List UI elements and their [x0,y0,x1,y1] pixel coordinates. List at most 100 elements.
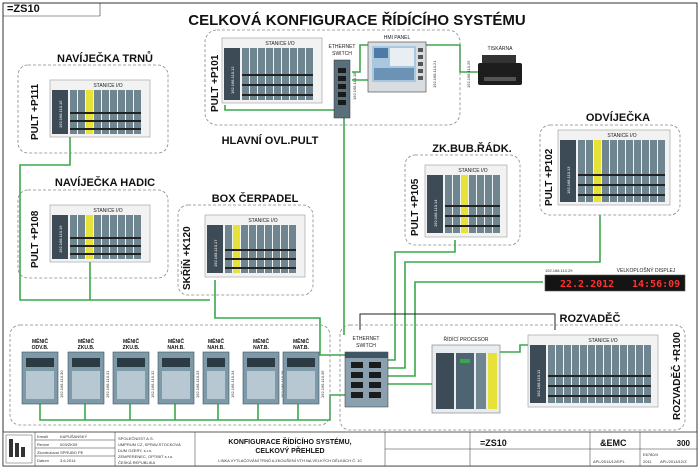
cable-box [214,280,345,356]
led-display-ip: 192.168.110.29 [545,268,573,273]
switch-bottom-label-2: SWITCH [356,343,376,349]
switch-top-strip [345,352,388,358]
converter-ip: 192.168.110.33 [195,370,200,398]
frame-navijecka-hadic [17,189,169,279]
cable-display [388,281,543,377]
cable-odv [388,215,601,369]
customer-sub: ZEMPERENEC, OPTIBIT s.r.o. [118,454,173,459]
io-modules [578,140,665,202]
revision-label: Revize [37,442,50,447]
io-modules [548,345,651,403]
company-sub: UMPRUM CZ, SPRAV.STOCKOVÁ [118,442,181,447]
cable-black [359,313,556,330]
converter-panel [287,371,315,399]
processor-psu [436,353,454,409]
pult-label-p111: PULT +P111 [30,83,41,140]
pult-label-p102: PULT +P102 [544,148,555,206]
checked-by: SPRUBO PE [60,450,84,455]
date-value: 3.6.2014 [60,458,76,463]
group-title-rozvadec: ROZVADĚČ [560,312,621,325]
converter-display [287,358,315,367]
io-ip: 192.168.110.14 [433,199,438,227]
led-display-label: VELKOPLOŠNÝ DISPLEJ [617,267,676,274]
io-terminals [445,205,500,227]
io-ip: 192.168.110.17 [213,239,218,267]
company-name: SPOLEČNOST A.S. [118,436,154,441]
switch-body [344,351,389,408]
io-station-rozv: 192.168.110.11 STANICE I/O [527,334,659,408]
footer-ref-2: APL/2014/12/Z [660,459,687,464]
io-terminals [548,375,651,397]
frame-rozvadec [339,324,686,431]
printer-ip: 192.168.110.25 [466,60,471,88]
converter-sublabel: NAH.B. [167,345,185,351]
converter-panel [117,371,145,399]
group-title-zk-bub: ZK.BUB.ŘÁDK. [432,142,511,155]
io-station-zk: 192.168.110.14 STANICE I/O [424,164,508,238]
cable-rozv [500,344,535,353]
switch-ports [338,68,346,105]
converter-label: MĚNIČ [208,337,225,345]
cable-hadic [89,255,210,301]
hmi-panel [367,41,427,93]
converter-ip: 192.168.110.31 [105,370,110,398]
io-ip: 192.168.110.12 [230,66,235,94]
converter-sublabel: ZKU.B. [123,345,140,351]
processor-label: ŘÍDÍCÍ PROCESOR [443,335,488,343]
io-station-label: STANICE I/O [458,168,487,174]
converter-display [247,358,275,367]
cable-zk [388,240,456,361]
processor-cpu [456,353,474,409]
emc-code: &EMC [600,438,627,448]
sheet-label: E6780/4 [643,452,659,457]
revision-value: 003/ZK05 [60,442,78,447]
hmi-screen-block [374,48,388,58]
sheet-year: 2011 [643,459,652,464]
converter-panel [162,371,190,399]
converter-row: MĚNIČODV.B.192.168.110.30MĚNIČZKU.B.192.… [21,337,325,405]
io-station-label: STANICE I/O [248,218,277,224]
country: ČESKÁ REPUBLIKA [118,460,155,465]
title-block-grid [34,432,697,466]
led-time: 14:56:09 [632,279,680,290]
switch-top-label-2: SWITCH [332,51,352,57]
pult-label-k120: SKŘÍŇ +K120 [180,226,193,290]
switch-ports [351,362,381,398]
ethernet-switch-bottom [344,351,389,408]
drawing-subtitle: LINKA VYTLAČOVÁNÍ TRNŮ A ZKOUŠENÍ VTH NA… [218,458,362,463]
printer-label: TISKÁRNA [487,45,513,52]
title-block: Kreslil KAPUŠANSKÝ Revize 003/ZK05 Zkont… [2,431,698,467]
cable-menice [39,394,345,421]
io-terminals [242,74,313,96]
hmi-screen-block [374,68,414,80]
switch-bottom-label-1: ETHERNET [353,336,380,342]
drawing-code: =ZS10 [480,438,507,448]
io-ip: 192.168.110.15 [58,100,63,128]
customer-name: DUM OZERY, s.r.o. [118,448,152,453]
converter-panel [26,371,54,399]
io-station-box: 192.168.110.17 STANICE I/O [204,214,306,278]
page-title: CELKOVÁ KONFIGURACE ŘÍDÍCÍHO SYSTÉMU [188,11,526,29]
io-station-label: STANICE I/O [265,41,294,47]
switch-ip: 192.168.110.18 [352,72,357,100]
hmi-label: HMI PANEL [384,35,411,41]
io-ip: 192.168.110.13 [566,166,571,194]
io-head [224,48,240,100]
converter-label: MĚNIČ [293,337,310,345]
io-station-label: STANICE I/O [588,338,617,344]
io-ip: 192.168.110.11 [536,369,541,397]
hmi-keys [418,48,423,80]
io-modules [445,175,500,233]
io-head [427,175,443,233]
checked-label: Zkontroloval [37,450,59,455]
io-head [560,140,576,202]
led-display [544,274,686,292]
io-station-label: STANICE I/O [607,133,636,139]
ethernet-switch-top: 192.168.110.18 [333,59,357,119]
pult-label-r100: ROZVADĚČ +R100 [670,332,683,420]
converter-label: MĚNIČ [123,337,140,345]
